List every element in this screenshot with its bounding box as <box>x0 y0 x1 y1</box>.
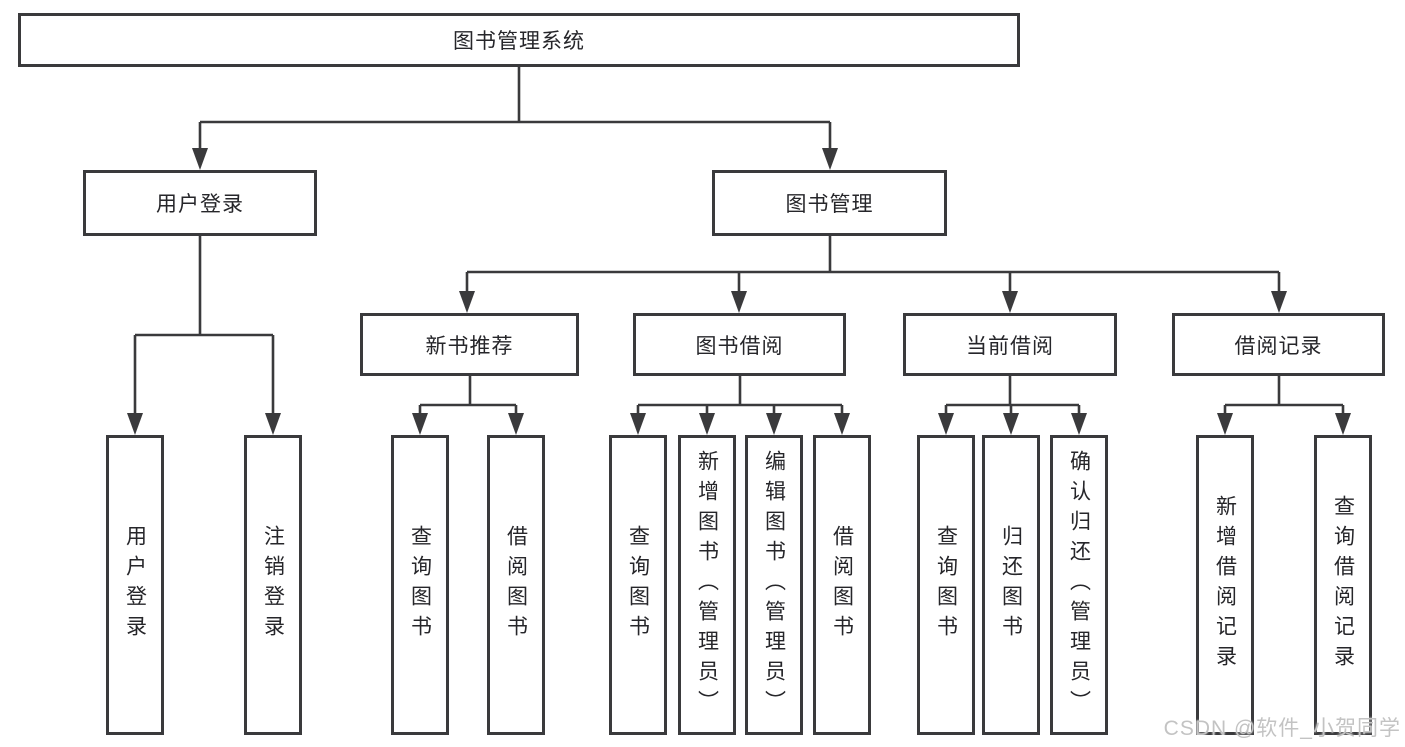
leaf-newbook-borrow-books-label: 借阅图书 <box>504 525 528 645</box>
connector-book-management-to-modules <box>459 236 1287 313</box>
connector-book-borrowing-to-leaves <box>630 376 850 435</box>
node-borrowing-records: 借阅记录 <box>1172 313 1385 376</box>
leaf-add-books-admin-label: 新增图书（管理员） <box>695 450 719 720</box>
leaf-logout-login-label: 注销登录 <box>261 525 285 645</box>
node-book-borrowing-label: 图书借阅 <box>695 334 784 358</box>
node-book-management-label: 图书管理 <box>785 193 874 216</box>
connector-borrowing-records-to-leaves <box>1217 376 1351 435</box>
leaf-newbook-query-books-label: 查询图书 <box>408 525 432 645</box>
connector-root-to-branches <box>192 67 838 170</box>
node-new-book-recommendation-label: 新书推荐 <box>425 334 514 358</box>
leaf-add-borrow-record-label: 新增借阅记录 <box>1213 495 1237 675</box>
connector-user-login-to-leaves <box>127 236 281 435</box>
leaf-confirm-return-admin: 确认归还（管理员） <box>1050 435 1108 735</box>
leaf-add-books-admin: 新增图书（管理员） <box>678 435 736 735</box>
node-borrowing-records-label: 借阅记录 <box>1234 334 1323 358</box>
node-root-label: 图书管理系统 <box>453 30 585 53</box>
leaf-newbook-borrow-books: 借阅图书 <box>487 435 545 735</box>
leaf-edit-books-admin: 编辑图书（管理员） <box>745 435 803 735</box>
leaf-add-borrow-record: 新增借阅记录 <box>1196 435 1254 735</box>
node-new-book-recommendation: 新书推荐 <box>360 313 579 376</box>
leaf-newbook-query-books: 查询图书 <box>391 435 449 735</box>
leaf-current-query-books: 查询图书 <box>917 435 975 735</box>
leaf-current-query-books-label: 查询图书 <box>934 525 958 645</box>
leaf-return-books-label: 归还图书 <box>999 525 1023 645</box>
leaf-borrowing-query-books-label: 查询图书 <box>626 525 650 645</box>
leaf-user-login: 用户登录 <box>106 435 164 735</box>
leaf-logout-login: 注销登录 <box>244 435 302 735</box>
leaf-borrowing-query-books: 查询图书 <box>609 435 667 735</box>
leaf-borrowing-borrow-books-label: 借阅图书 <box>830 525 854 645</box>
connector-current-borrowing-to-leaves <box>938 376 1087 435</box>
node-book-management: 图书管理 <box>712 170 947 236</box>
leaf-borrowing-borrow-books: 借阅图书 <box>813 435 871 735</box>
leaf-user-login-label: 用户登录 <box>123 525 147 645</box>
node-current-borrowing: 当前借阅 <box>903 313 1117 376</box>
node-book-borrowing: 图书借阅 <box>633 313 846 376</box>
node-current-borrowing-label: 当前借阅 <box>966 334 1054 358</box>
leaf-query-borrow-record-label: 查询借阅记录 <box>1331 495 1355 675</box>
watermark: CSDN @软件_小贺同学 <box>1163 717 1401 740</box>
leaf-edit-books-admin-label: 编辑图书（管理员） <box>762 450 786 720</box>
leaf-query-borrow-record: 查询借阅记录 <box>1314 435 1372 735</box>
node-user-login: 用户登录 <box>83 170 317 236</box>
leaf-return-books: 归还图书 <box>982 435 1040 735</box>
leaf-confirm-return-admin-label: 确认归还（管理员） <box>1067 450 1091 720</box>
node-user-login-label: 用户登录 <box>156 193 244 216</box>
connector-new-book-to-leaves <box>412 376 524 435</box>
node-root: 图书管理系统 <box>18 13 1020 67</box>
